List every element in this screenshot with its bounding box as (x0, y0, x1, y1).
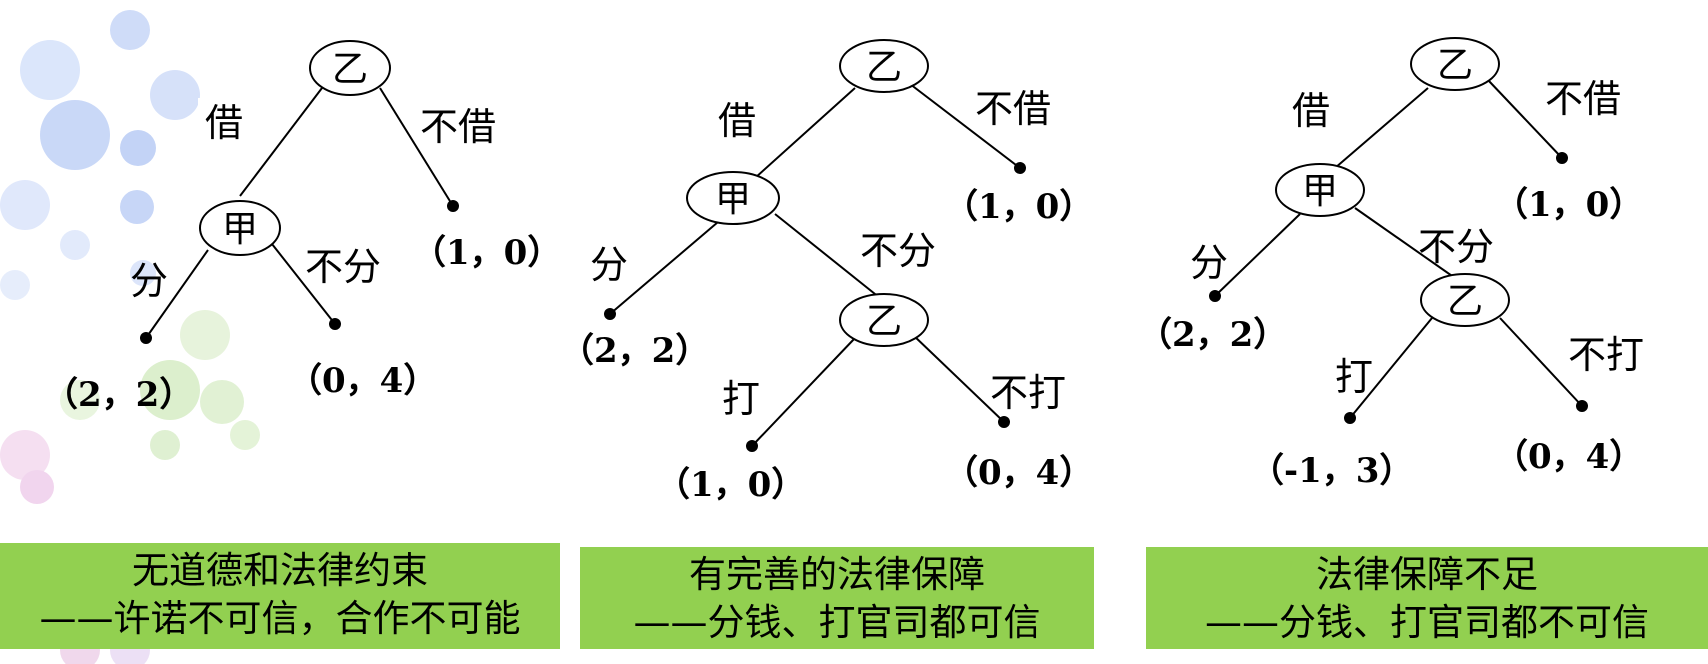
tree2-root-label: 乙 (866, 47, 902, 88)
caption-tree-2: 有完善的法律保障 ——分钱、打官司都可信 (580, 547, 1094, 649)
tree2-payoff-not-sue: （0，4） (944, 453, 1093, 493)
tree1-second-node (199, 200, 281, 256)
tree-3: 乙 甲 乙 借 不借 分 不分 打 不打 （1，0） （2，2） （-1，3） … (1138, 37, 1644, 491)
tree-1: 乙 甲 借 不借 分 不分 （1，0） （2，2） （0，4） (44, 40, 561, 415)
tree3-leaf-split (1209, 290, 1221, 302)
tree2-edge-split: 分 (590, 243, 628, 287)
tree1-payoff-split: （2，2） (44, 375, 193, 415)
tree3-third-label: 乙 (1447, 281, 1483, 322)
tree2-edge-not-borrow: 不借 (975, 87, 1051, 131)
tree3-leaf-not-sue (1576, 400, 1588, 412)
caption-tree-2-line2: ——分钱、打官司都可信 (633, 601, 1041, 644)
tree1-payoff-not-borrow: （1，0） (412, 233, 561, 273)
tree2-payoff-split: （2，2） (560, 331, 709, 371)
tree2-second-label: 甲 (715, 179, 751, 220)
caption-tree-3: 法律保障不足 ——分钱、打官司都不可信 (1146, 547, 1708, 649)
tree2-payoff-not-borrow: （1，0） (944, 187, 1093, 227)
tree3-root-label: 乙 (1437, 45, 1473, 86)
tree1-edge-borrow: 借 (205, 101, 243, 145)
tree3-payoff-not-sue: （0，4） (1494, 437, 1643, 477)
tree3-third-node (1420, 273, 1510, 327)
tree3-edge-not-borrow: 不借 (1545, 77, 1621, 121)
tree1-edge-split: 分 (130, 259, 168, 303)
tree3-leaf-sue (1344, 412, 1356, 424)
tree3-second-label: 甲 (1302, 171, 1338, 212)
caption-tree-1: 无道德和法律约束 ——许诺不可信，合作不可能 (0, 543, 560, 649)
tree2-leaf-sue (746, 440, 758, 452)
caption-tree-2-line1: 有完善的法律保障 (689, 553, 985, 596)
tree1-root-node (309, 40, 391, 96)
tree2-edge-borrow: 借 (718, 99, 756, 143)
tree2-third-node (839, 293, 929, 347)
tree3-second-node (1275, 163, 1365, 217)
tree3-payoff-sue: （-1，3） (1250, 451, 1413, 491)
tree3-edge-not-split: 不分 (1418, 225, 1494, 269)
tree3-payoff-not-borrow: （1，0） (1494, 185, 1643, 225)
caption-tree-1-line2: ——许诺不可信，合作不可能 (39, 597, 521, 640)
tree1-edge-not-borrow: 不借 (420, 105, 496, 149)
tree3-edge-sue: 打 (1335, 355, 1373, 399)
tree2-root-node (839, 39, 929, 93)
tree-2: 乙 甲 乙 借 不借 分 不分 打 不打 （1，0） （2，2） （1，0） （… (560, 39, 1093, 505)
tree3-root-node (1410, 37, 1500, 91)
tree3-edge-borrow: 借 (1292, 89, 1330, 133)
tree3-leaf-not-borrow (1556, 152, 1568, 164)
tree1-edge-not-split: 不分 (305, 245, 381, 289)
tree3-payoff-split: （2，2） (1138, 315, 1287, 355)
tree1-leaf-split (140, 332, 152, 344)
tree3-edge-not-sue: 不打 (1568, 333, 1644, 377)
tree2-third-label: 乙 (866, 301, 902, 342)
tree1-leaf-not-split (329, 318, 341, 330)
tree2-edge-sue: 打 (722, 377, 760, 421)
caption-tree-3-line2: ——分钱、打官司都不可信 (1205, 601, 1649, 644)
tree2-edge-not-split: 不分 (860, 229, 936, 273)
tree2-second-node (686, 171, 780, 225)
tree1-root-label: 乙 (332, 49, 368, 90)
tree2-leaf-not-sue (998, 416, 1010, 428)
tree2-edge-not-sue: 不打 (990, 371, 1066, 415)
tree1-second-label: 甲 (222, 209, 258, 250)
tree2-leaf-not-borrow (1014, 162, 1026, 174)
caption-tree-3-line1: 法律保障不足 (1316, 553, 1538, 596)
tree1-leaf-not-borrow (447, 200, 459, 212)
caption-tree-1-line1: 无道德和法律约束 (132, 549, 428, 592)
tree2-leaf-split (604, 308, 616, 320)
tree1-payoff-not-split: （0，4） (288, 361, 437, 401)
tree3-edge-split: 分 (1190, 241, 1228, 285)
tree2-payoff-sue: （1，0） (656, 465, 805, 505)
